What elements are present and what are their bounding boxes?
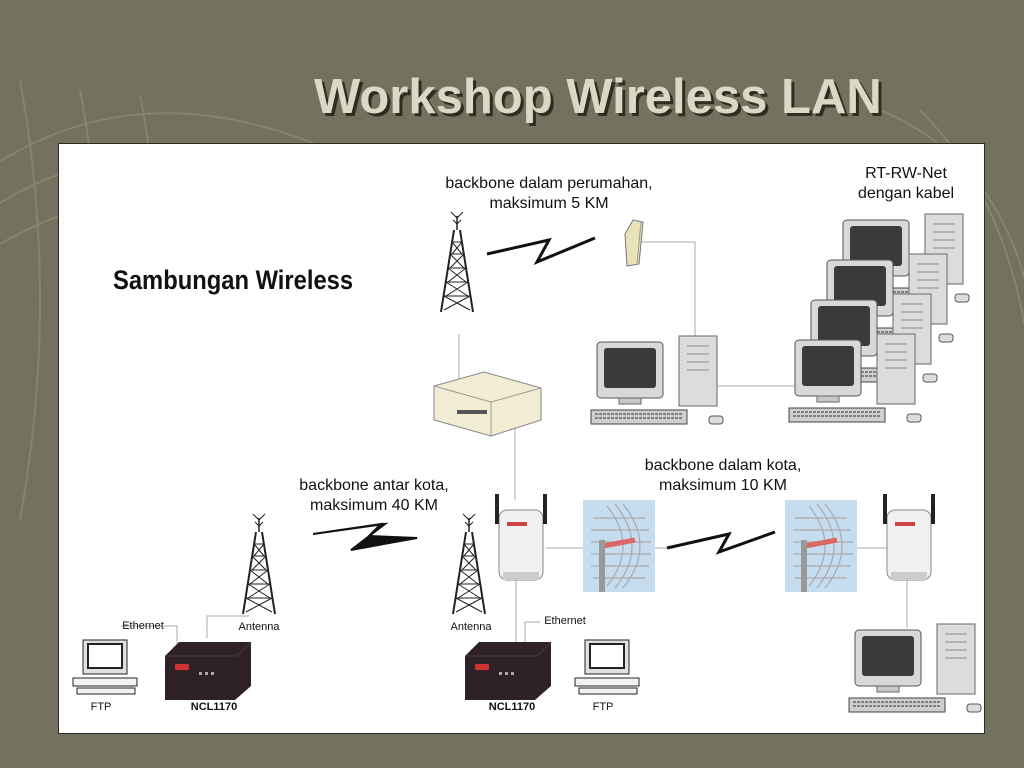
label-ethernet-left: Ethernet [122,620,164,632]
access-point-left-icon [494,493,548,581]
diagram-heading: Sambungan Wireless [113,265,354,295]
label-backbone-antar-kota-line1: backbone antar kota, [299,477,449,494]
workstation-bottom-right-icon [848,623,982,713]
wireless-link-antar-kota [312,522,418,551]
label-backbone-dalam-kota-line2: maksimum 10 KM [658,477,788,494]
label-antenna-right: Antenna [450,621,492,633]
rtrwnet-pc-4-icon [788,333,922,423]
ftp-computer-left-icon [72,639,138,695]
workstation-center-icon [590,335,724,425]
diagram-panel: Sambungan Wireless backbone dalam peruma… [58,143,985,734]
server-box-icon [433,371,542,437]
grid-dish-left-icon [583,500,655,592]
ftp-computer-right-icon [574,639,640,695]
label-backbone-dalam-kota-line1: backbone dalam kota, [644,457,802,474]
label-backbone-perumahan-line1: backbone dalam perumahan, [445,175,653,192]
label-rtrwnet-line1: RT-RW-Net [865,165,947,182]
modem-left-icon [164,641,252,701]
label-ethernet-right: Ethernet [544,615,586,627]
wireless-link-dalam-kota [666,530,776,555]
label-ftp-left: FTP [90,701,112,713]
label-backbone-antar-kota-line2: maksimum 40 KM [309,497,439,514]
tower-icon-left [242,513,276,615]
label-modem-right: NCL1170 [488,701,536,713]
label-backbone-perumahan-line2: maksimum 5 KM [489,195,609,212]
backbone-access-unit-icon [624,219,644,267]
network-diagram [72,211,982,713]
label-rtrwnet-line2: dengan kabel [857,185,955,202]
label-modem-left: NCL1170 [190,701,238,713]
modem-right-icon [464,641,552,701]
tower-icon-top [440,211,474,313]
grid-dish-right-icon [785,500,857,592]
wireless-link-perumahan [486,236,596,266]
slide-title: Workshop Wireless LAN [314,70,882,124]
label-antenna-left: Antenna [238,621,280,633]
label-ftp-right: FTP [592,701,614,713]
tower-icon-right [452,513,486,615]
access-point-right-icon [882,493,936,581]
